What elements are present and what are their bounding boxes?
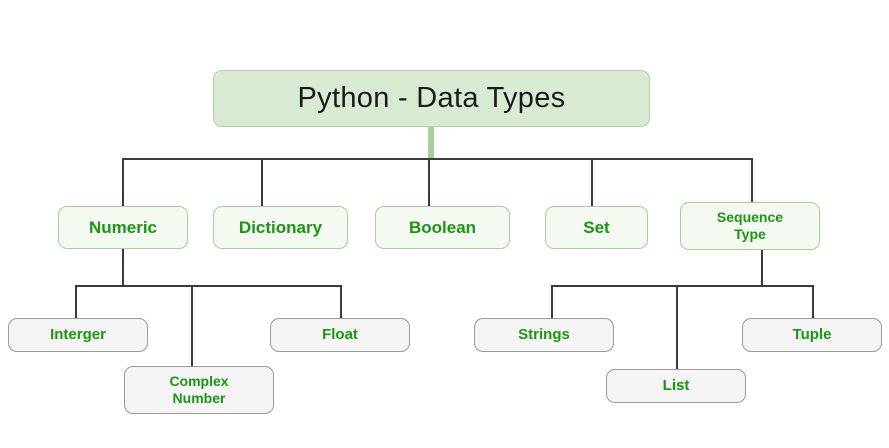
node-label: Strings: [518, 325, 570, 343]
connector-drop-boolean: [428, 158, 430, 206]
node-label: Set: [583, 217, 610, 237]
node-label: Complex Number: [169, 373, 229, 406]
node-strings[interactable]: Strings: [474, 318, 614, 352]
connector-numeric-bus: [75, 285, 340, 287]
connector-drop-float: [340, 285, 342, 318]
node-label: Sequence Type: [716, 209, 784, 242]
node-boolean[interactable]: Boolean: [375, 206, 510, 249]
connector-drop-dictionary: [261, 158, 263, 206]
node-root-python-data-types[interactable]: Python - Data Types: [213, 70, 650, 127]
node-label: Tuple: [792, 325, 832, 343]
connector-drop-sequence: [751, 158, 753, 202]
connector-sequence-bus: [551, 285, 814, 287]
connector-drop-list: [676, 285, 678, 369]
node-numeric[interactable]: Numeric: [58, 206, 188, 249]
connector-drop-tuple: [812, 285, 814, 318]
node-interger[interactable]: Interger: [8, 318, 148, 352]
node-label: Float: [322, 325, 358, 343]
connector-drop-set: [591, 158, 593, 206]
connector-drop-numeric: [122, 158, 124, 206]
node-complex-number[interactable]: Complex Number: [124, 366, 274, 414]
node-label: Interger: [50, 325, 106, 343]
connector-drop-interger: [75, 285, 77, 318]
node-label: Dictionary: [238, 217, 323, 237]
connector-numeric-stem: [122, 249, 124, 285]
connector-drop-complex-number: [191, 285, 193, 366]
node-sequence-type[interactable]: Sequence Type: [680, 202, 820, 250]
node-tuple[interactable]: Tuple: [742, 318, 882, 352]
node-label: Python - Data Types: [297, 82, 566, 115]
connector-drop-strings: [551, 285, 553, 318]
connector-level2-bus: [122, 158, 752, 160]
node-dictionary[interactable]: Dictionary: [213, 206, 348, 249]
connector-sequence-stem: [761, 250, 763, 285]
node-float[interactable]: Float: [270, 318, 410, 352]
node-label: List: [662, 376, 690, 394]
connector-root-stem: [428, 127, 434, 159]
node-label: Numeric: [88, 217, 158, 237]
node-label: Boolean: [408, 217, 477, 237]
node-set[interactable]: Set: [545, 206, 648, 249]
node-list[interactable]: List: [606, 369, 746, 403]
